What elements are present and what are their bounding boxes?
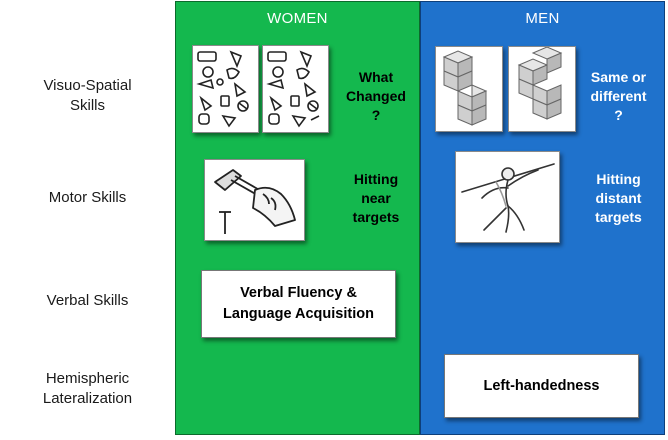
near-targets-callout: Hitting near targets [352,171,400,225]
rotation-figure-picture-1 [435,46,503,132]
what-changed-picture-1 [192,45,259,133]
spear-thrower-picture [455,151,560,243]
rotation-figure-picture-2 [508,46,576,132]
women-column: WOMEN [175,1,420,435]
men-column: MEN [420,1,665,435]
men-title: MEN [525,10,560,27]
what-changed-picture-2 [262,45,329,133]
verbal-fluency-box: Verbal Fluency & Language Acquisition [201,270,396,338]
women-title: WOMEN [267,10,328,27]
same-or-different-callout: Same or different ? [590,69,647,123]
row-label-verbal: Verbal Skills [46,292,129,309]
row-label-motor: Motor Skills [48,189,127,206]
distant-targets-callout: Hitting distant targets [595,171,642,225]
what-changed-callout: What Changed ? [346,69,406,123]
row-label-lateralization: Hemispheric Lateralization [42,370,133,407]
row-label-visuo-spatial: Visuo-Spatial Skills [43,77,132,114]
left-handedness-box: Left-handedness [444,354,639,418]
hammer-picture [204,159,305,241]
